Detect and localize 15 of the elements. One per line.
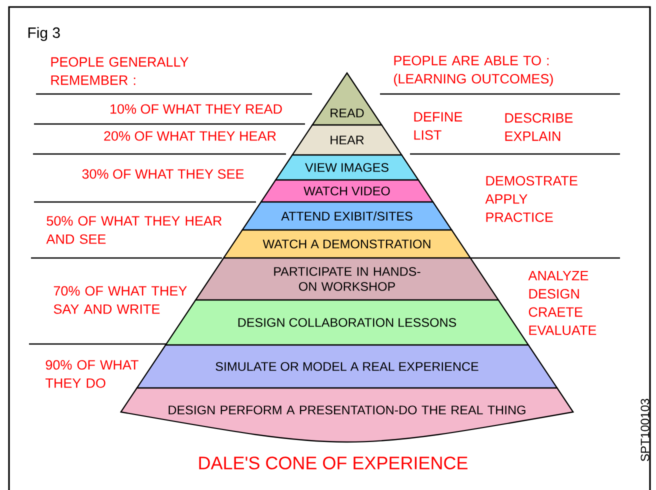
retention-label: 30% OF WHAT THEY SEE: [82, 169, 244, 179]
outcome-list: DESCRIBE EXPLAIN: [505, 113, 573, 141]
retention-label: 50% OF WHAT THEY HEAR AND SEE: [46, 216, 222, 244]
outcome-list: DEMOSTRATE APPLY PRACTICE: [485, 176, 578, 222]
outcome-list: DEFINE LIST: [414, 112, 462, 140]
retention-label: 10% OF WHAT THEY READ: [110, 104, 282, 114]
reference-code: SPT100103: [640, 398, 650, 462]
figure-number: Fig 3: [28, 27, 60, 41]
pyramid-layer: DESIGN PERFORM A PRESENTATION-DO THE REAL THING: [120, 387, 574, 443]
retention-label: 90% OF WHAT THEY DO: [46, 360, 138, 388]
outcome-list: ANALYZE DESIGN CRAETE EVALUATE: [528, 270, 596, 336]
column-heading: PEOPLE ARE ABLE TO : (LEARNING OUTCOMES): [394, 56, 553, 86]
retention-label: 20% OF WHAT THEY HEAR: [104, 131, 276, 141]
caption: DALE'S CONE OF EXPERIENCE: [199, 456, 468, 470]
column-heading: PEOPLE GENERALLY REMEMBER :: [51, 57, 188, 85]
